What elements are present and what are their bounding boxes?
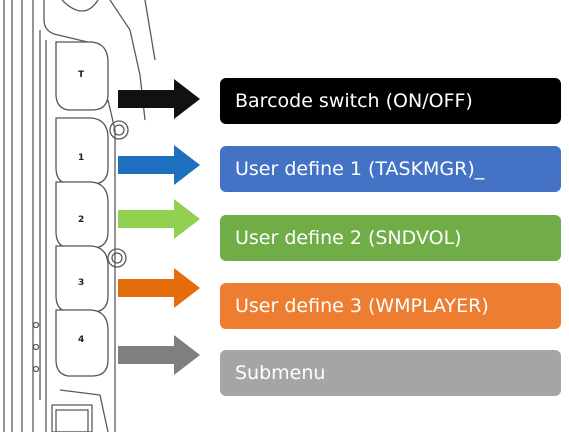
- hw-key-label: 4: [78, 335, 84, 345]
- arrow-right-icon: [118, 268, 200, 308]
- arrow-right-icon: [118, 335, 200, 375]
- function-user-define-2: User define 2 (SNDVOL): [220, 215, 561, 261]
- arrow-right-icon: [118, 145, 200, 185]
- arrow-shape: [118, 268, 200, 308]
- hw-key-label: 3: [78, 278, 84, 288]
- function-user-define-1: User define 1 (TASKMGR)_: [220, 146, 561, 192]
- arrow-shape: [118, 199, 200, 239]
- arrow-right-icon: [118, 199, 200, 239]
- function-label: Barcode switch (ON/OFF): [235, 90, 473, 112]
- function-label: Submenu: [235, 362, 326, 384]
- arrow-shape: [118, 335, 200, 375]
- hw-key-4[interactable]: 4: [55, 309, 109, 377]
- hw-key-2[interactable]: 2: [55, 181, 109, 249]
- function-label: User define 2 (SNDVOL): [235, 227, 462, 249]
- function-user-define-3: User define 3 (WMPLAYER): [220, 283, 561, 329]
- function-label: User define 1 (TASKMGR)_: [235, 158, 485, 180]
- function-label: User define 3 (WMPLAYER): [235, 295, 489, 317]
- hw-key-T[interactable]: T: [55, 41, 109, 111]
- hw-key-label: 2: [78, 215, 84, 225]
- hw-key-1[interactable]: 1: [55, 117, 109, 185]
- device-outline: [3, 0, 156, 432]
- function-submenu: Submenu: [220, 350, 561, 396]
- arrow-shape: [118, 79, 200, 119]
- function-barcode-switch: Barcode switch (ON/OFF): [220, 78, 561, 124]
- hw-key-3[interactable]: 3: [55, 245, 109, 313]
- hw-key-label: T: [78, 70, 85, 80]
- arrow-shape: [118, 145, 200, 185]
- arrow-right-icon: [118, 79, 200, 119]
- hw-key-label: 1: [78, 153, 84, 163]
